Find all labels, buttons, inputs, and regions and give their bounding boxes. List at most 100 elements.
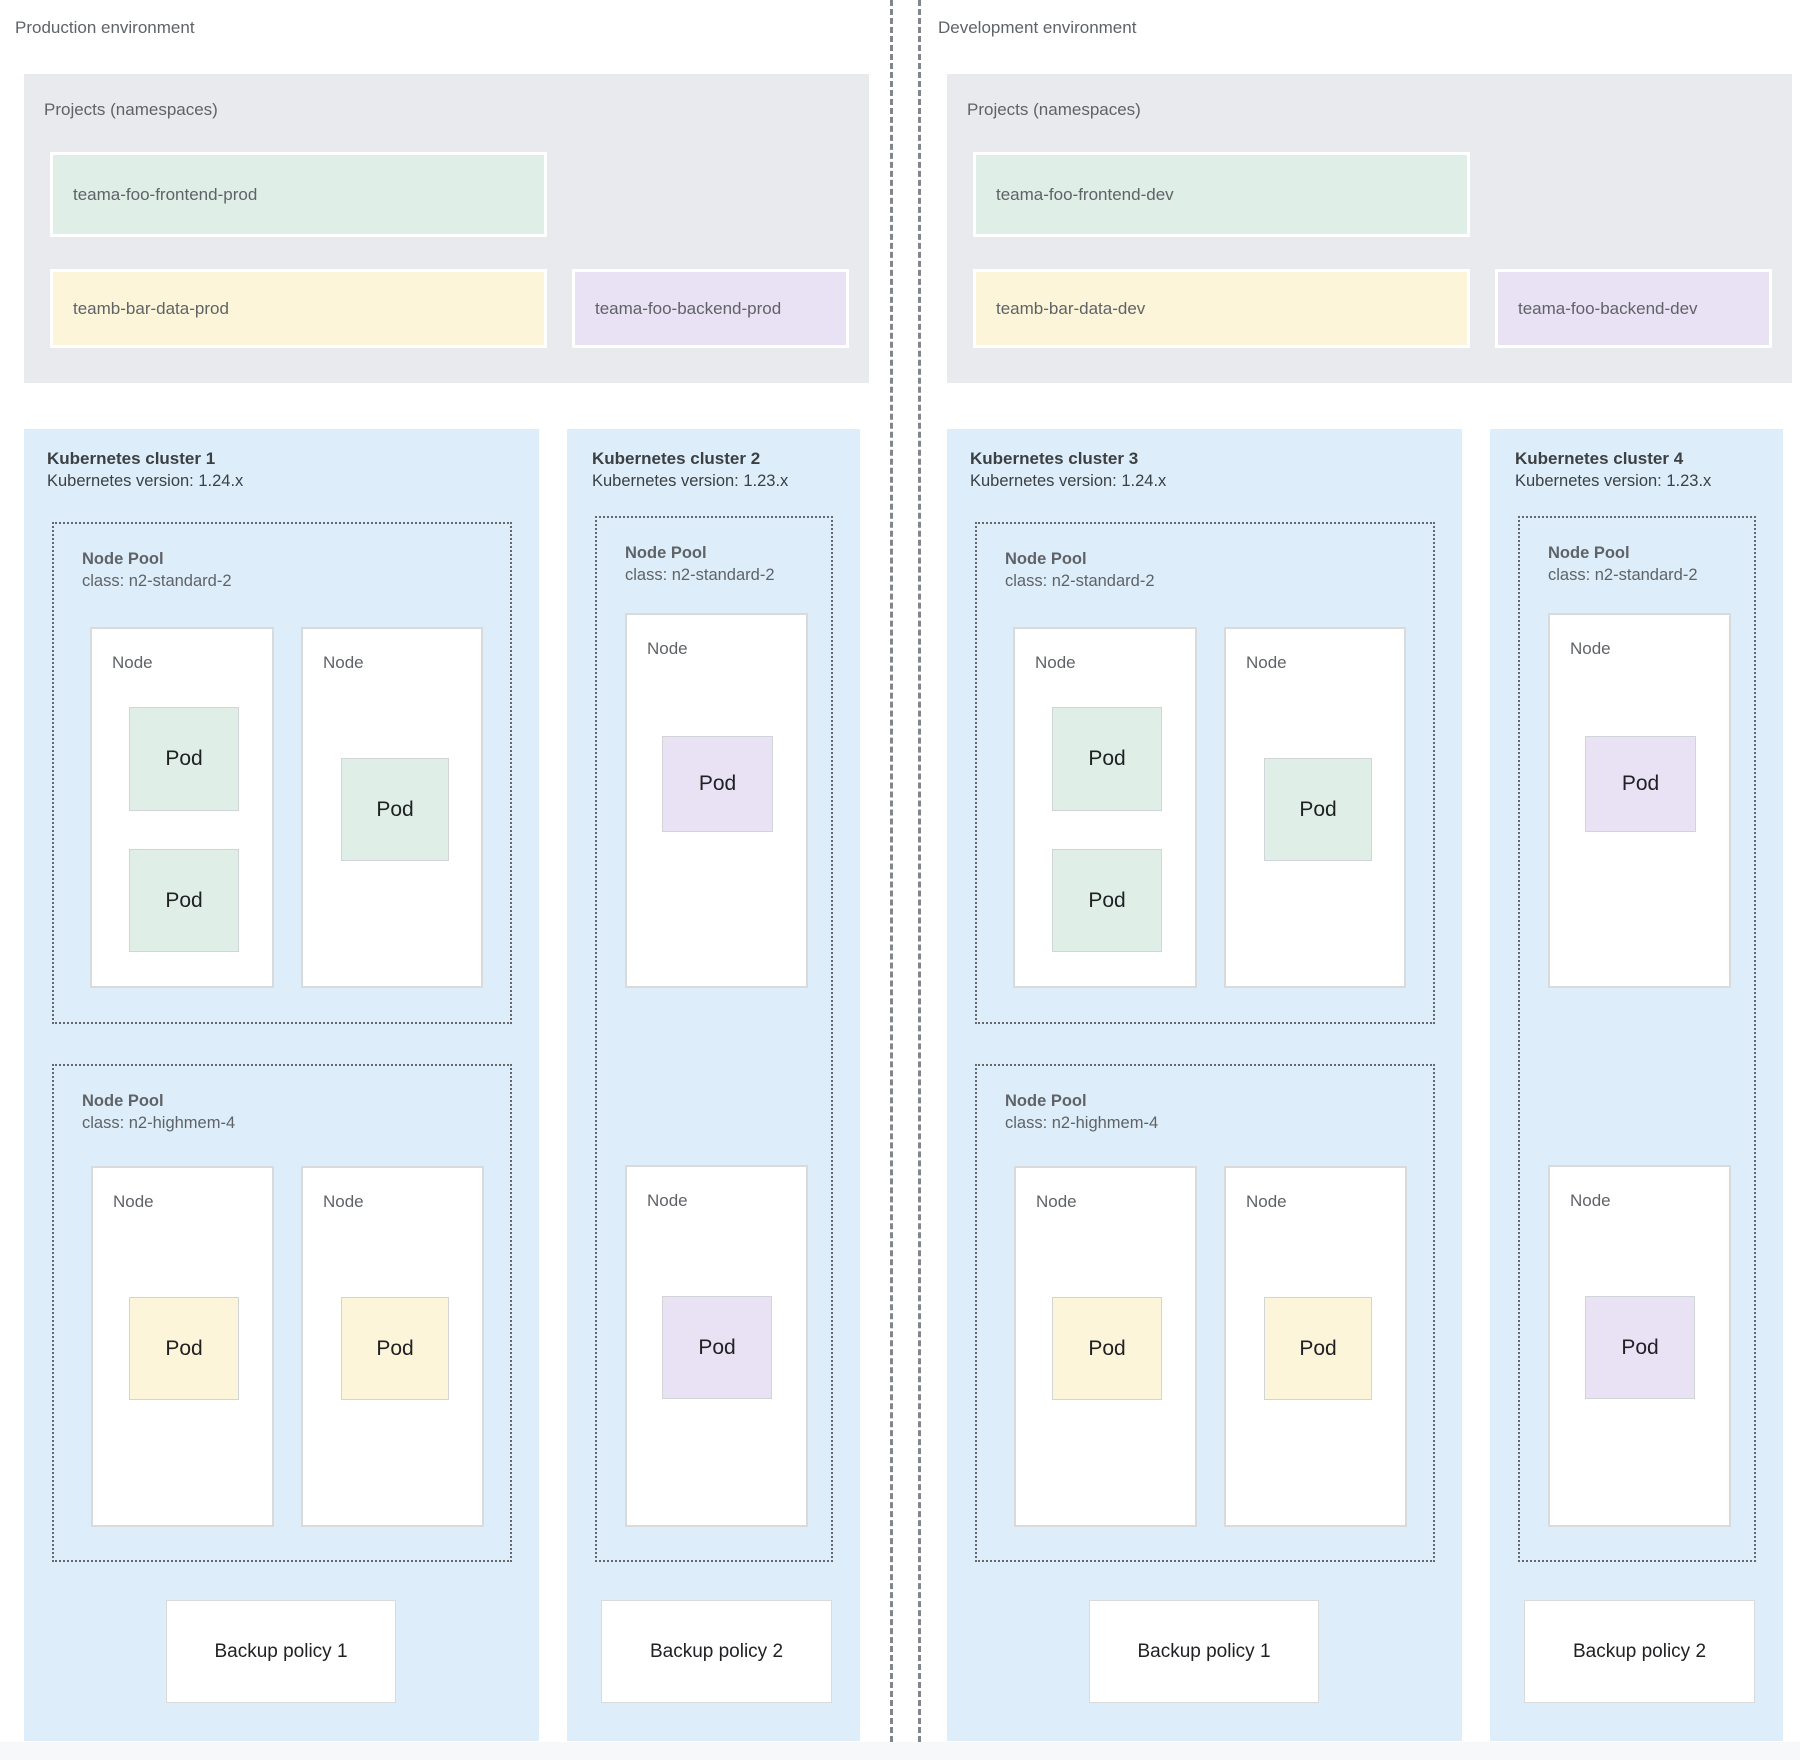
- environment-title: Production environment: [15, 18, 195, 37]
- pod-label: Pod: [698, 1335, 736, 1359]
- node-pool-label: Node Pool: [625, 544, 707, 562]
- project-box: teama-foo-frontend-prod: [50, 152, 547, 237]
- node-label: Node: [1246, 653, 1287, 672]
- node-label: Node: [323, 653, 364, 672]
- node-label: Node: [1036, 1192, 1077, 1211]
- node-pool-class: class: n2-standard-2: [1005, 572, 1155, 590]
- pod-label: Pod: [165, 747, 203, 770]
- pod-box: Pod: [129, 849, 239, 952]
- pod-label: Pod: [1299, 1336, 1337, 1360]
- node-pool: Node Pool class: n2-standard-2 Node Pod …: [52, 522, 512, 1024]
- node-box: Node Pod Pod: [1013, 627, 1197, 988]
- pod-box: Pod: [662, 1296, 772, 1399]
- node-label: Node: [323, 1192, 364, 1211]
- node-pool-class: class: n2-standard-2: [82, 572, 232, 590]
- backup-policy-box: Backup policy 1: [166, 1600, 396, 1703]
- pod-box: Pod: [1585, 1296, 1695, 1399]
- node-box: Node Pod: [625, 1165, 808, 1527]
- page-bottom-strip: [0, 1742, 1800, 1760]
- node-pool: Node Pool class: n2-standard-2 Node Pod …: [595, 516, 833, 1562]
- pod-label: Pod: [1621, 1335, 1659, 1359]
- backup-policy-box: Backup policy 2: [601, 1600, 832, 1703]
- cluster-title: Kubernetes cluster 4: [1515, 449, 1684, 468]
- pod-label: Pod: [376, 1336, 414, 1360]
- node-pool-class: class: n2-standard-2: [625, 566, 775, 584]
- node-box: Node Pod: [625, 613, 808, 988]
- node-label: Node: [647, 639, 688, 658]
- node-label: Node: [1570, 639, 1611, 658]
- node-box: Node Pod: [301, 1166, 484, 1527]
- node-box: Node Pod: [1548, 613, 1731, 988]
- cluster-title: Kubernetes cluster 1: [47, 449, 216, 468]
- pod-box: Pod: [129, 1297, 239, 1400]
- projects-panel: Projects (namespaces) teama-foo-frontend…: [947, 74, 1792, 383]
- pod-label: Pod: [165, 1336, 203, 1360]
- node-pool-label: Node Pool: [82, 550, 164, 568]
- project-box: teama-foo-frontend-dev: [973, 152, 1470, 237]
- project-box-label: teamb-bar-data-prod: [73, 298, 229, 318]
- node-pool: Node Pool class: n2-standard-2 Node Pod …: [975, 522, 1435, 1024]
- pod-label: Pod: [698, 772, 737, 795]
- cluster-title: Kubernetes cluster 3: [970, 449, 1139, 468]
- node-pool-class: class: n2-highmem-4: [1005, 1114, 1159, 1132]
- cluster-panel: Kubernetes cluster 3 Kubernetes version:…: [947, 429, 1462, 1741]
- pod-label: Pod: [1299, 797, 1337, 821]
- environment-divider: [918, 0, 921, 1760]
- node-pool-label: Node Pool: [1005, 550, 1087, 568]
- node-label: Node: [1570, 1191, 1611, 1210]
- backup-policy-box: Backup policy 1: [1089, 1600, 1319, 1703]
- node-pool-class: class: n2-highmem-4: [82, 1114, 236, 1132]
- node-label: Node: [112, 653, 153, 672]
- pod-box: Pod: [1585, 736, 1696, 832]
- pod-box: Pod: [662, 736, 773, 832]
- node-label: Node: [647, 1191, 688, 1210]
- node-label: Node: [1035, 653, 1076, 672]
- pod-box: Pod: [1264, 758, 1372, 861]
- cluster-version: Kubernetes version: 1.23.x: [592, 472, 789, 490]
- cluster-version: Kubernetes version: 1.23.x: [1515, 472, 1712, 490]
- project-box-label: teama-foo-backend-prod: [595, 298, 782, 318]
- cluster-version: Kubernetes version: 1.24.x: [970, 472, 1167, 490]
- node-box: Node Pod: [301, 627, 483, 988]
- node-label: Node: [113, 1192, 154, 1211]
- pod-label: Pod: [376, 797, 414, 821]
- cluster-version: Kubernetes version: 1.24.x: [47, 472, 244, 490]
- projects-panel-label: Projects (namespaces): [967, 100, 1141, 119]
- pod-box: Pod: [129, 707, 239, 811]
- backup-policy-label: Backup policy 1: [214, 1640, 348, 1662]
- node-box: Node Pod: [1014, 1166, 1197, 1527]
- node-pool-class: class: n2-standard-2: [1548, 566, 1698, 584]
- environment-divider: [890, 0, 893, 1760]
- pod-label: Pod: [1088, 747, 1126, 770]
- pod-box: Pod: [341, 758, 449, 861]
- node-label: Node: [1246, 1192, 1287, 1211]
- project-box-label: teama-foo-backend-dev: [1518, 298, 1698, 318]
- projects-panel: Projects (namespaces) teama-foo-frontend…: [24, 74, 869, 383]
- backup-policy-label: Backup policy 2: [649, 1640, 784, 1662]
- project-box: teama-foo-backend-prod: [572, 269, 849, 348]
- node-box: Node Pod Pod: [90, 627, 274, 988]
- pod-box: Pod: [341, 1297, 449, 1400]
- backup-policy-label: Backup policy 1: [1137, 1640, 1271, 1662]
- backup-policy-box: Backup policy 2: [1524, 1600, 1755, 1703]
- project-box: teamb-bar-data-dev: [973, 269, 1470, 348]
- node-pool: Node Pool class: n2-highmem-4 Node Pod N…: [975, 1064, 1435, 1562]
- node-pool-label: Node Pool: [1005, 1092, 1087, 1110]
- pod-box: Pod: [1052, 849, 1162, 952]
- cluster-panel: Kubernetes cluster 2 Kubernetes version:…: [567, 429, 860, 1741]
- node-pool-label: Node Pool: [82, 1092, 164, 1110]
- pod-box: Pod: [1052, 707, 1162, 811]
- node-box: Node Pod: [1548, 1165, 1731, 1527]
- node-box: Node Pod: [91, 1166, 274, 1527]
- cluster-panel: Kubernetes cluster 1 Kubernetes version:…: [24, 429, 539, 1741]
- project-box-label: teama-foo-frontend-prod: [73, 184, 258, 204]
- pod-label: Pod: [165, 888, 203, 912]
- project-box-label: teama-foo-frontend-dev: [996, 184, 1174, 204]
- pod-label: Pod: [1621, 772, 1660, 795]
- pod-box: Pod: [1052, 1297, 1162, 1400]
- node-box: Node Pod: [1224, 1166, 1407, 1527]
- node-box: Node Pod: [1224, 627, 1406, 988]
- node-pool-label: Node Pool: [1548, 544, 1630, 562]
- pod-box: Pod: [1264, 1297, 1372, 1400]
- backup-policy-label: Backup policy 2: [1572, 1640, 1707, 1662]
